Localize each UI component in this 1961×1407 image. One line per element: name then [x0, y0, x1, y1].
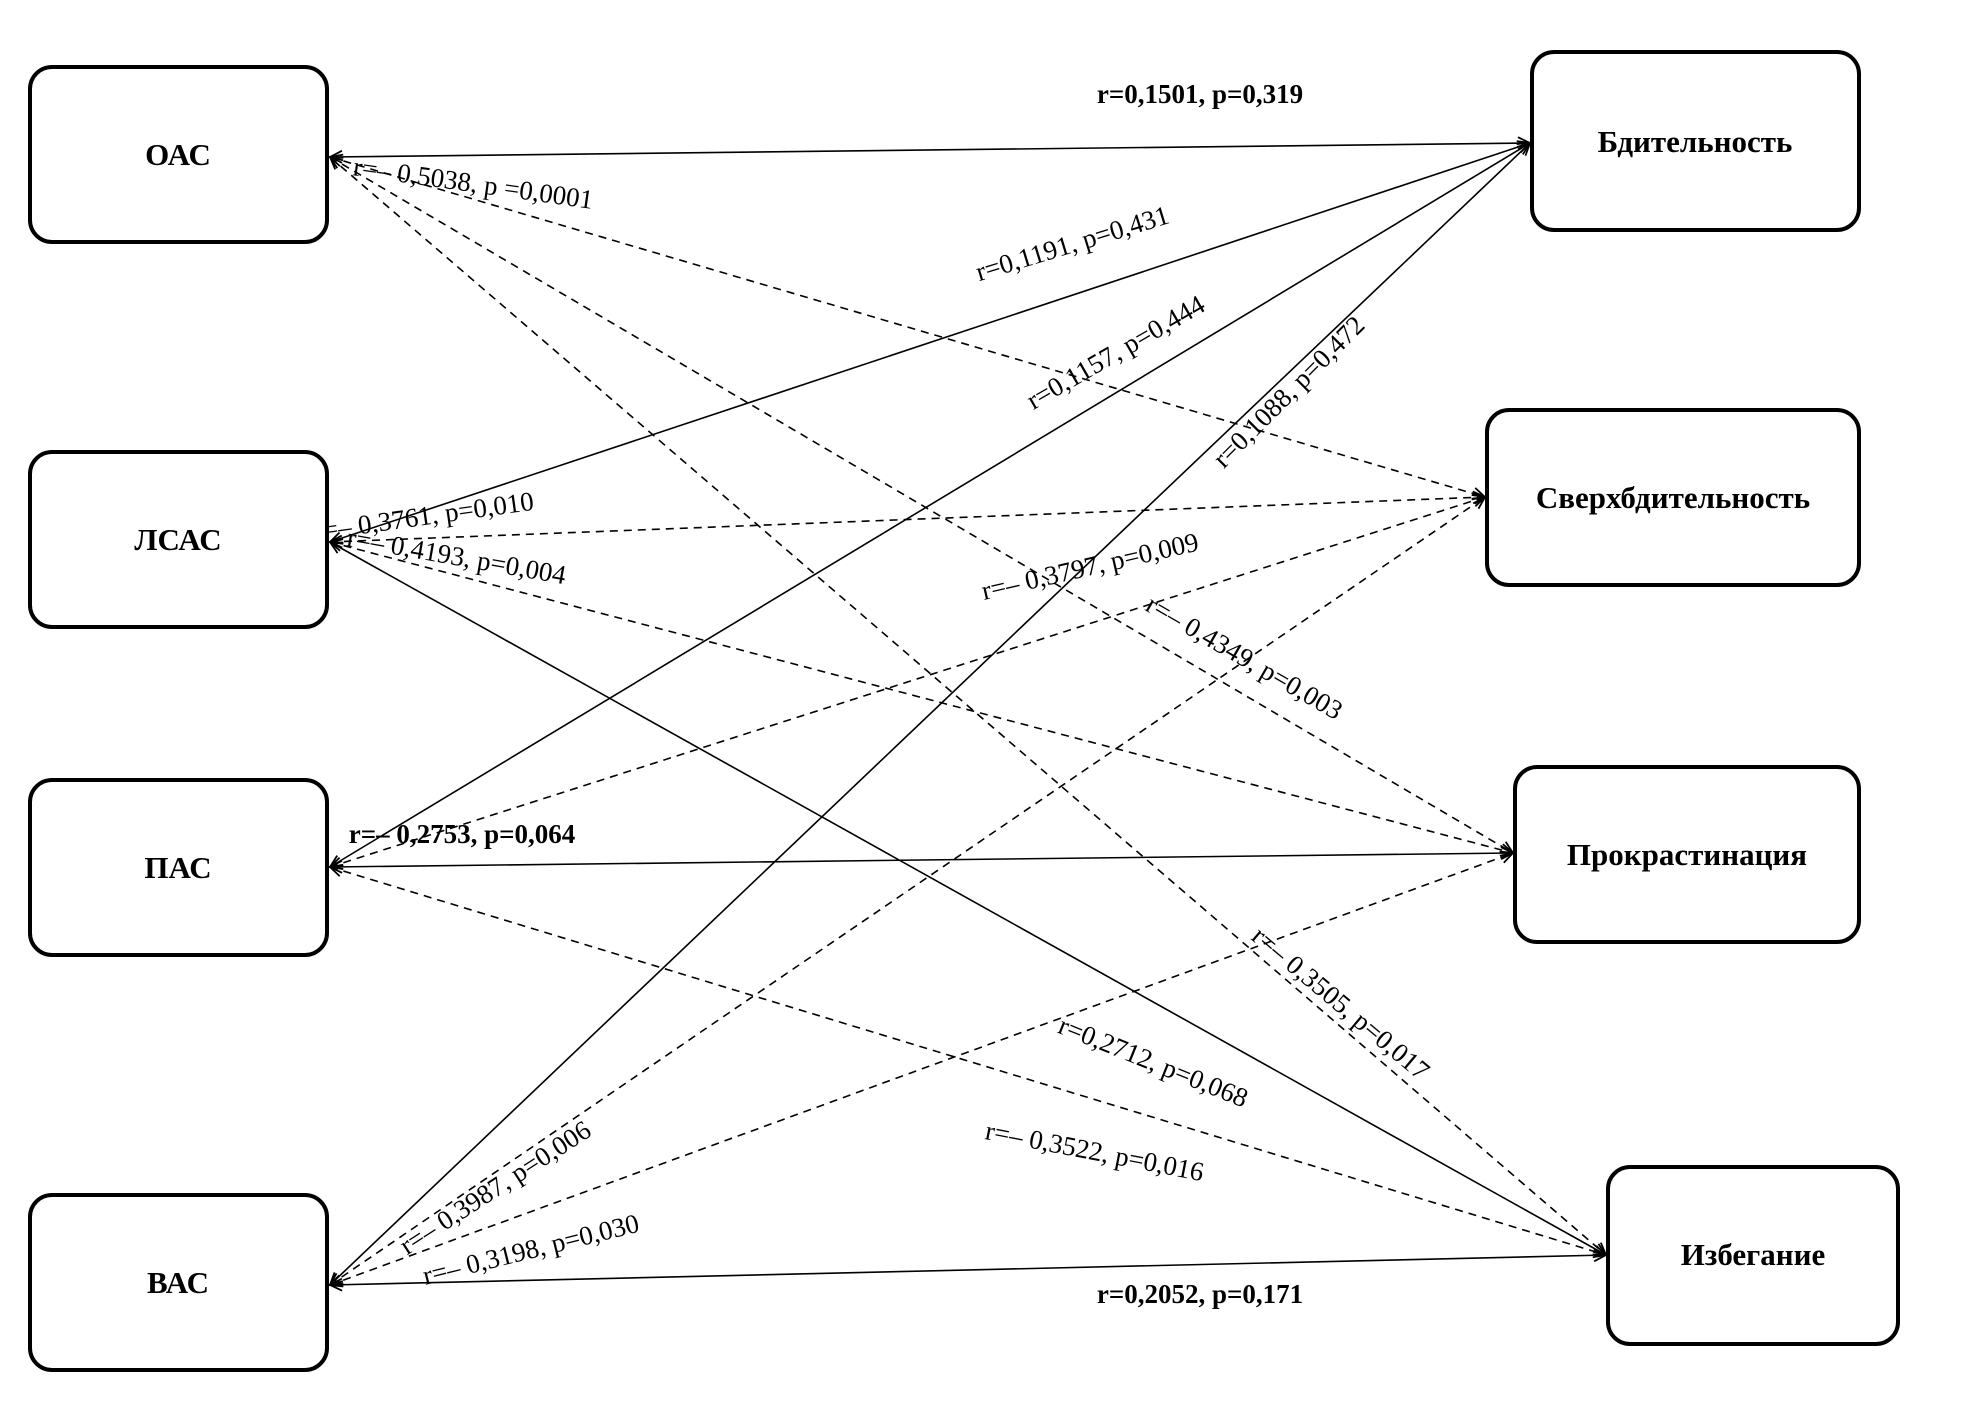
edge-vas-avoidance: [330, 1255, 1606, 1285]
edges-layer: [330, 143, 1606, 1285]
edge-label-pas-procrastination: r=– 0,2753, p=0,064: [349, 819, 576, 849]
edge-oas-vigilance: [330, 143, 1530, 157]
edge-oas-avoidance: [330, 157, 1606, 1255]
edge-label-lsas-vigilance: r=0,1191, p=0,431: [972, 200, 1172, 287]
node-procrastination: Прокрастинация: [1513, 765, 1861, 944]
node-pas-label: ПАС: [144, 850, 211, 885]
node-avoidance-label: Избегание: [1681, 1237, 1825, 1272]
node-procrastination-label: Прокрастинация: [1567, 837, 1807, 872]
edge-pas-procrastination: [330, 853, 1513, 867]
node-avoidance: Избегание: [1606, 1165, 1900, 1346]
edge-label-oas-hypervigilance: r=– 0,5038, p =0,0001: [351, 151, 595, 214]
node-hypervigilance: Сверхбдительность: [1485, 408, 1861, 587]
node-lsas-label: ЛСАС: [134, 522, 221, 557]
node-oas-label: ОАС: [145, 137, 211, 172]
edge-label-vas-avoidance: r=0,2052, p=0,171: [1097, 1279, 1303, 1309]
node-vigilance-label: Бдительность: [1598, 124, 1793, 159]
edge-labels-layer: r=0,1501, p=0,319 r=– 0,5038, p =0,0001 r=…: [312, 79, 1435, 1309]
node-hypervigilance-label: Сверхбдительность: [1536, 480, 1810, 515]
edge-label-pas-hypervigilance: r=– 0,3797, p=0,009: [979, 527, 1202, 606]
node-oas: ОАС: [28, 65, 329, 244]
node-lsas: ЛСАС: [28, 450, 329, 629]
edge-label-pas-vigilance: r=0,1157, p=0,444: [1021, 289, 1210, 415]
edge-vas-procrastination: [330, 853, 1513, 1285]
node-pas: ПАС: [28, 778, 329, 957]
edge-label-oas-procrastination: r=– 0,4349, p=0,003: [1141, 589, 1348, 726]
edge-label-oas-avoidance: r=– 0,3505, p=0,017: [1246, 920, 1435, 1085]
edge-vas-hypervigilance: [330, 497, 1485, 1285]
edge-lsas-avoidance: [330, 542, 1606, 1255]
edge-label-lsas-avoidance: r=0,2712, p=0,068: [1054, 1010, 1252, 1113]
edge-label-pas-avoidance: r=– 0,3522, p=0,016: [983, 1115, 1206, 1187]
edge-label-oas-vigilance: r=0,1501, p=0,319: [1097, 79, 1303, 109]
edge-oas-hypervigilance: [330, 157, 1485, 497]
edge-label-lsas-procrastination: r=– 0,4193, p=0,004: [345, 522, 569, 590]
node-vas-label: ВАС: [147, 1265, 209, 1300]
node-vas: ВАС: [28, 1193, 329, 1372]
node-vigilance: Бдительность: [1530, 50, 1861, 232]
edge-label-vas-vigilance: r=0,1088, p=0,472: [1207, 310, 1371, 474]
